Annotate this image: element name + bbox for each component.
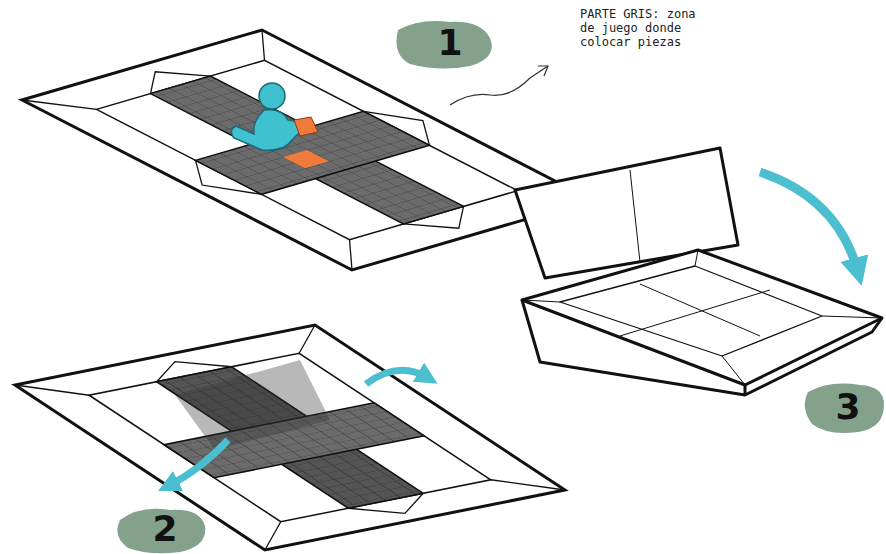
paint-blob	[805, 384, 884, 433]
paint-blob	[117, 509, 205, 554]
paint-blob	[397, 21, 492, 69]
open-board	[22, 30, 592, 270]
player-figure	[231, 83, 318, 150]
step-number: 3	[818, 386, 878, 427]
step-number: 1	[420, 22, 480, 63]
box-with-lid	[515, 148, 882, 395]
fold-arrow	[168, 440, 228, 486]
leader-line	[538, 66, 548, 76]
step-number: 2	[135, 508, 195, 549]
leader-line	[450, 66, 548, 105]
fold-shadow	[175, 360, 330, 450]
folding-board	[15, 325, 565, 550]
fold-arrow	[366, 370, 428, 384]
close-arrow	[760, 172, 858, 272]
handwritten-note: PARTE GRIS: zona de juego donde colocar …	[580, 8, 698, 49]
